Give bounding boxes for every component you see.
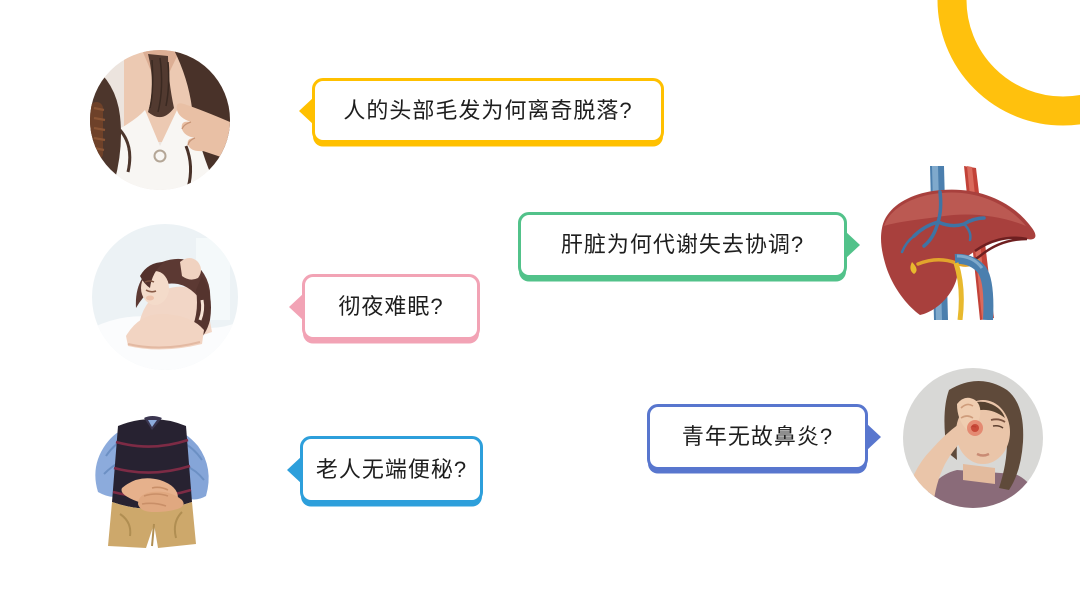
question-bubble-liver: 肝脏为何代谢失去协调?: [518, 212, 860, 278]
hair-loss-photo: [90, 50, 230, 190]
bubble-text: 肝脏为何代谢失去协调?: [560, 232, 805, 257]
bubble-text: 彻夜难眠?: [338, 294, 444, 319]
question-bubble-hair-loss: 人的头部毛发为何离奇脱落?: [299, 78, 664, 143]
liver-illustration: [872, 166, 1050, 320]
bubble-tail-left: [289, 293, 304, 321]
question-bubble-insomnia: 彻夜难眠?: [289, 274, 480, 340]
bubble-text: 老人无端便秘?: [315, 456, 468, 482]
question-bubble-constipation: 老人无端便秘?: [287, 436, 483, 503]
bubble-text: 青年无故鼻炎?: [681, 424, 834, 449]
rhinitis-photo: [903, 368, 1043, 508]
bubble-tail-left: [287, 455, 302, 484]
insomnia-photo: [92, 224, 238, 370]
bubble-tail-left: [299, 96, 314, 125]
bubble-text: 人的头部毛发为何离奇脱落?: [343, 97, 633, 123]
constipation-photo: [86, 396, 218, 548]
corner-ring-decoration: [937, 0, 1080, 126]
bubble-tail-right: [866, 423, 881, 451]
bubble-tail-right: [845, 231, 860, 259]
question-bubble-rhinitis: 青年无故鼻炎?: [647, 404, 881, 470]
